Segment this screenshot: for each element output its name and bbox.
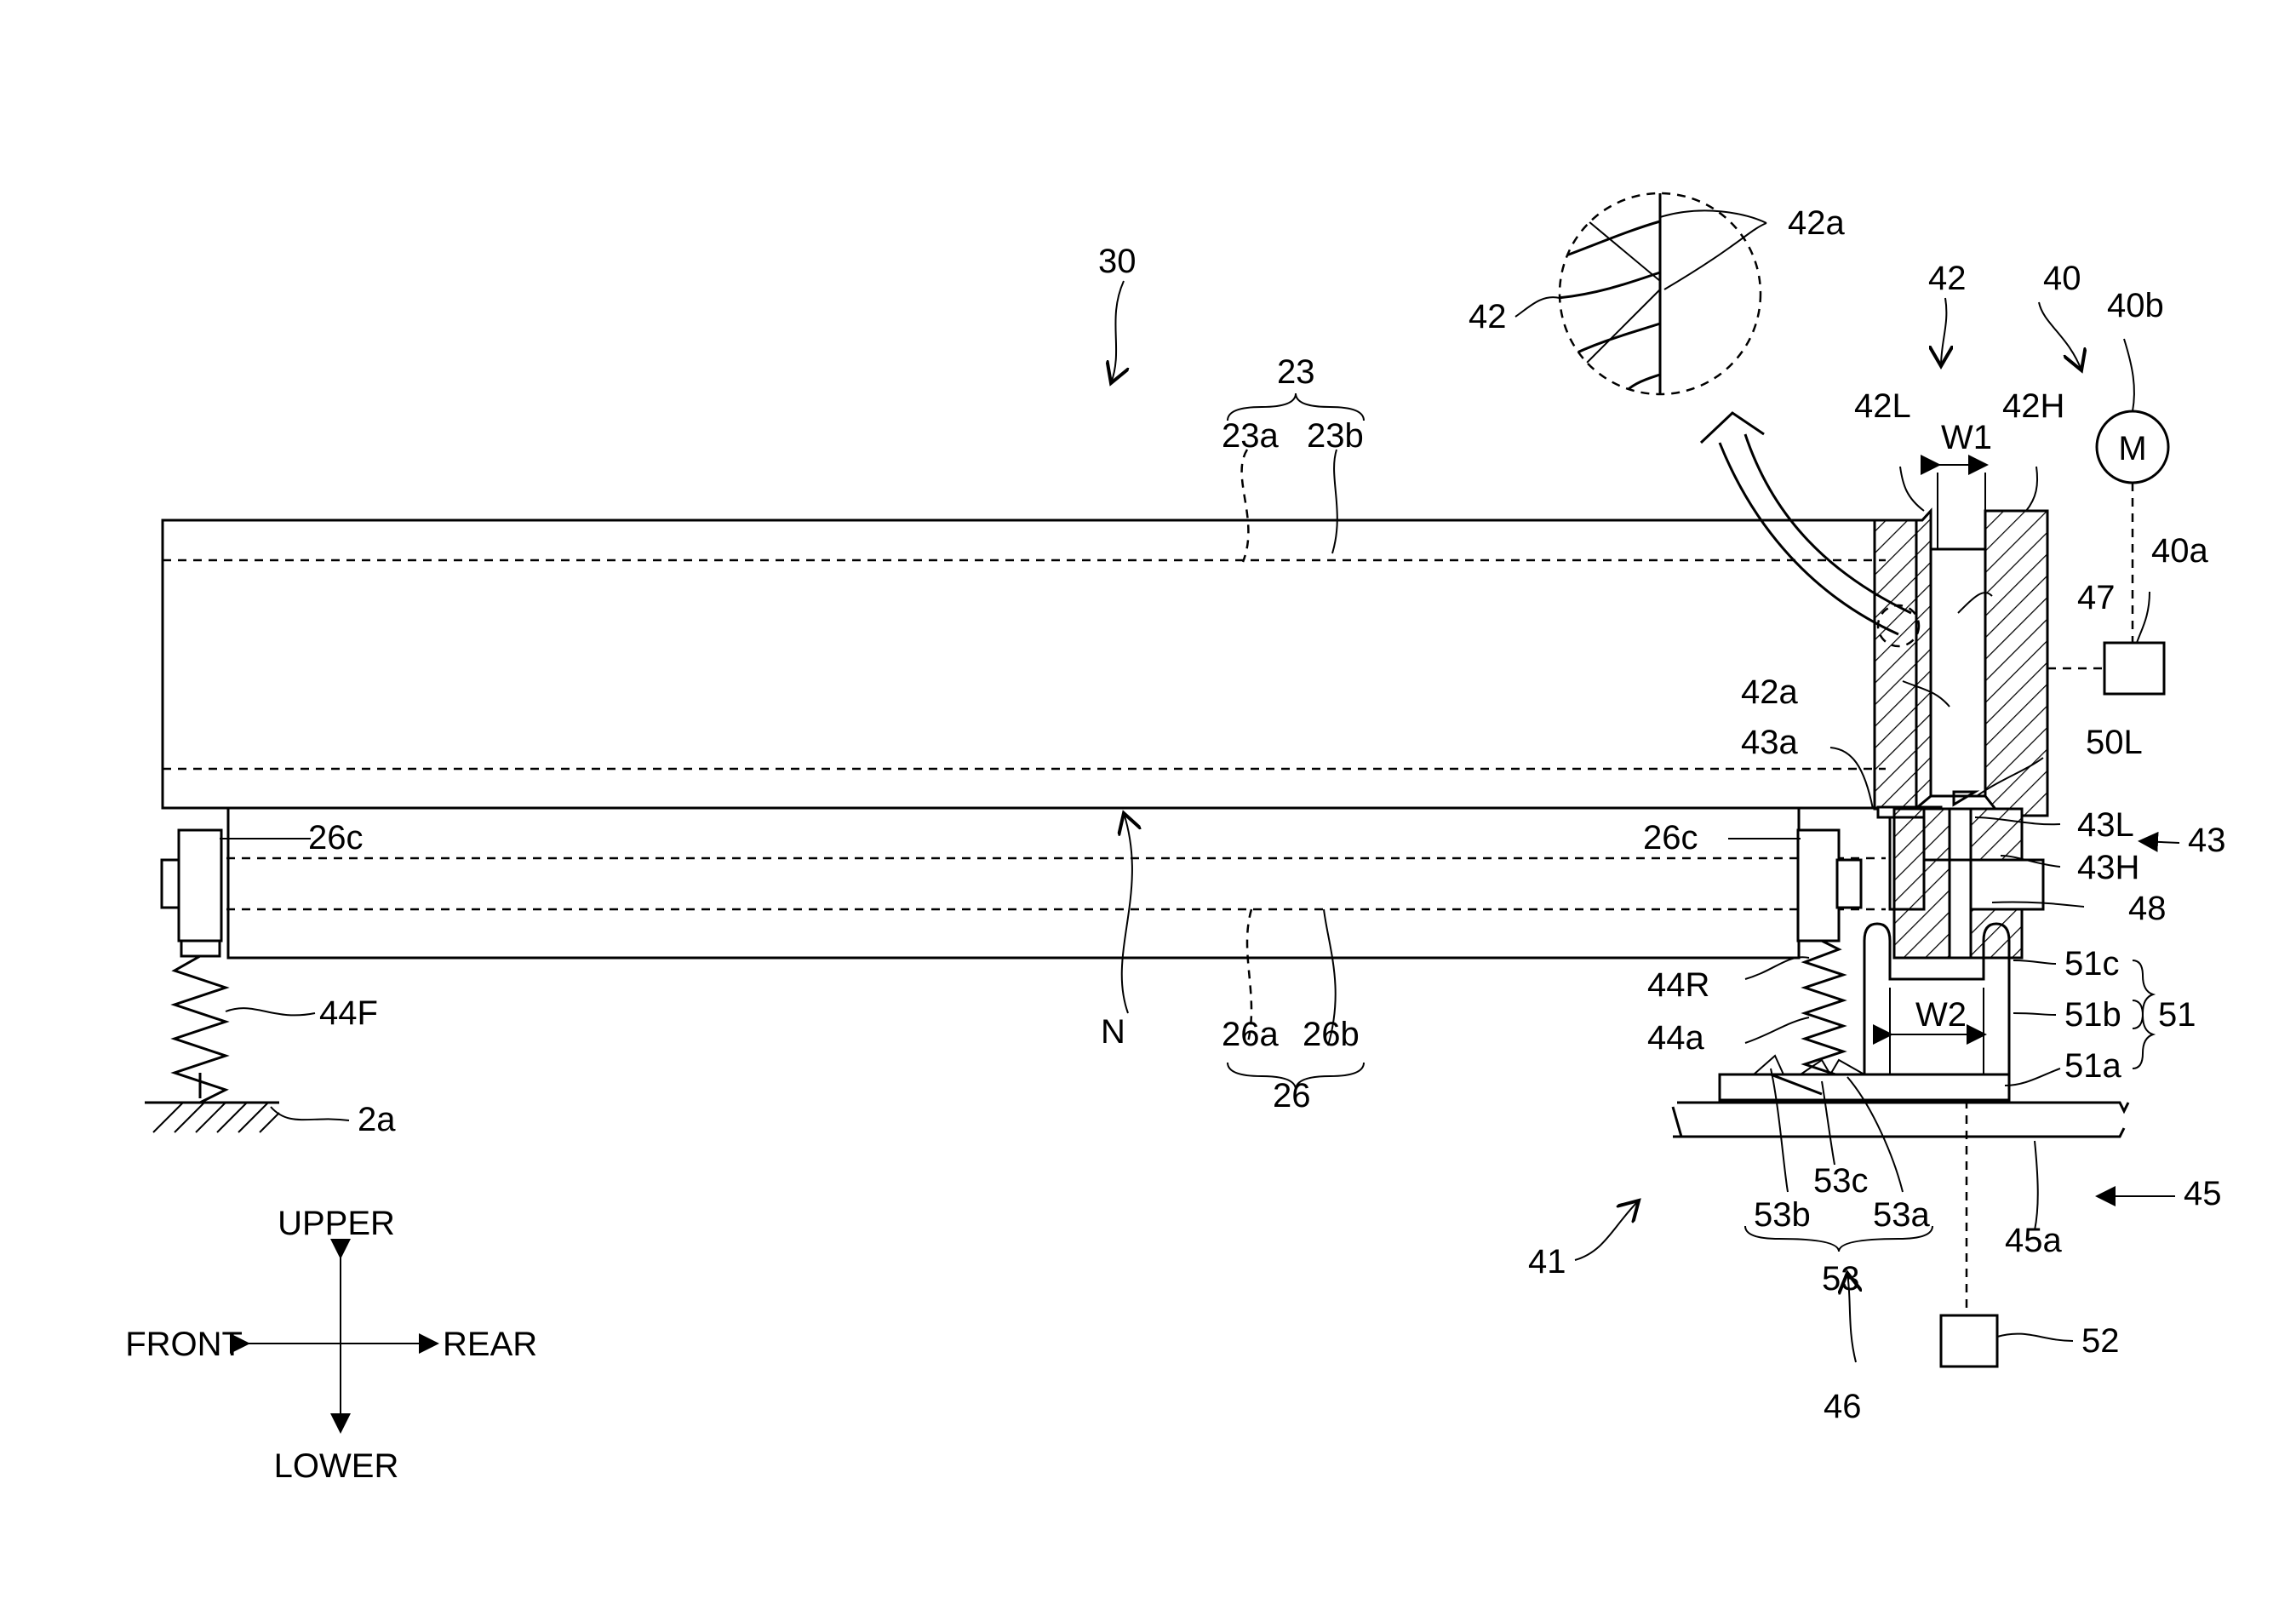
- label-46: 46: [1824, 1388, 1862, 1425]
- label-N: N: [1101, 1013, 1125, 1051]
- direction-lower: LOWER: [274, 1447, 399, 1485]
- leader-42-circle: [1515, 297, 1560, 317]
- nip-arrow: [1122, 813, 1132, 1013]
- leader-42L: [1900, 467, 1924, 511]
- leader-23b: [1332, 450, 1337, 553]
- label-42-arrow: 42: [1928, 260, 1967, 297]
- direction-front: FRONT: [125, 1326, 243, 1363]
- label-26c-right: 26c: [1643, 819, 1698, 857]
- label-51a: 51a: [2064, 1047, 2121, 1085]
- leader-44R: [1745, 957, 1809, 979]
- label-53b: 53b: [1754, 1196, 1811, 1234]
- label-48: 48: [2128, 890, 2167, 927]
- label-43H: 43H: [2077, 849, 2139, 886]
- label-45a: 45a: [2005, 1222, 2062, 1259]
- leader-51c: [2013, 960, 2056, 964]
- label-50L: 50L: [2086, 724, 2143, 761]
- label-40: 40: [2043, 260, 2081, 297]
- arrow-43: [2141, 841, 2179, 843]
- label-51c: 51c: [2064, 945, 2120, 983]
- label-53c: 53c: [1813, 1162, 1869, 1200]
- arrow-41: [1575, 1200, 1639, 1260]
- left-bearing-assembly: [145, 830, 349, 1132]
- leader-51b: [2013, 1013, 2056, 1015]
- label-51: 51: [2158, 996, 2196, 1034]
- arrow-30: [1111, 281, 1124, 383]
- label-26: 26: [1273, 1077, 1311, 1114]
- label-42-circle: 42: [1469, 298, 1507, 335]
- label-2a: 2a: [358, 1101, 396, 1138]
- leader-51a: [2005, 1069, 2060, 1086]
- label-motor-M: M: [2118, 430, 2146, 467]
- label-23: 23: [1277, 353, 1315, 391]
- label-W2: W2: [1915, 996, 1967, 1034]
- label-42a-top: 42a: [1788, 204, 1845, 242]
- leader-40a: [2137, 592, 2150, 643]
- label-42a-mid: 42a: [1741, 673, 1798, 711]
- label-43L: 43L: [2077, 806, 2134, 844]
- label-26b: 26b: [1303, 1016, 1360, 1053]
- label-51b: 51b: [2064, 996, 2121, 1034]
- leader-44F: [226, 1008, 315, 1015]
- magnified-detail: [1515, 192, 1766, 400]
- label-23a: 23a: [1222, 417, 1279, 455]
- arrow-40: [2039, 302, 2081, 370]
- label-45: 45: [2184, 1175, 2222, 1212]
- direction-indicator: UPPER LOWER FRONT REAR: [125, 1205, 537, 1485]
- label-40a: 40a: [2151, 532, 2208, 570]
- label-23b: 23b: [1307, 417, 1364, 455]
- leader-52: [1997, 1334, 2073, 1341]
- leader-45a: [2035, 1141, 2038, 1230]
- label-47: 47: [2077, 579, 2116, 616]
- label-30: 30: [1098, 243, 1137, 280]
- leader-44a: [1745, 1017, 1809, 1043]
- label-26a: 26a: [1222, 1016, 1279, 1053]
- label-43: 43: [2188, 822, 2226, 859]
- label-43a: 43a: [1741, 724, 1798, 761]
- label-53: 53: [1822, 1260, 1860, 1298]
- label-42H: 42H: [2002, 387, 2064, 425]
- belt-23: [163, 393, 1916, 808]
- leader-2a: [271, 1107, 349, 1120]
- label-53a: 53a: [1873, 1196, 1930, 1234]
- leader-23a: [1242, 450, 1249, 562]
- label-W1: W1: [1941, 419, 1992, 456]
- right-bearing-assembly: [1728, 830, 1861, 1090]
- leader-43a: [1830, 748, 1873, 809]
- label-44F: 44F: [319, 994, 378, 1032]
- direction-upper: UPPER: [278, 1205, 395, 1242]
- roller-26: [196, 808, 1886, 1090]
- label-44a: 44a: [1647, 1019, 1704, 1057]
- label-44R: 44R: [1647, 966, 1709, 1004]
- label-26c-left: 26c: [308, 819, 364, 857]
- arrow-42: [1941, 298, 1946, 366]
- label-52: 52: [2081, 1322, 2120, 1360]
- leader-42H: [2026, 467, 2037, 511]
- label-42L: 42L: [1854, 387, 1911, 425]
- direction-rear: REAR: [443, 1326, 537, 1363]
- leader-40b: [2124, 339, 2134, 411]
- motor-40b: [2047, 339, 2168, 694]
- label-41: 41: [1528, 1243, 1566, 1281]
- label-40b: 40b: [2107, 287, 2164, 324]
